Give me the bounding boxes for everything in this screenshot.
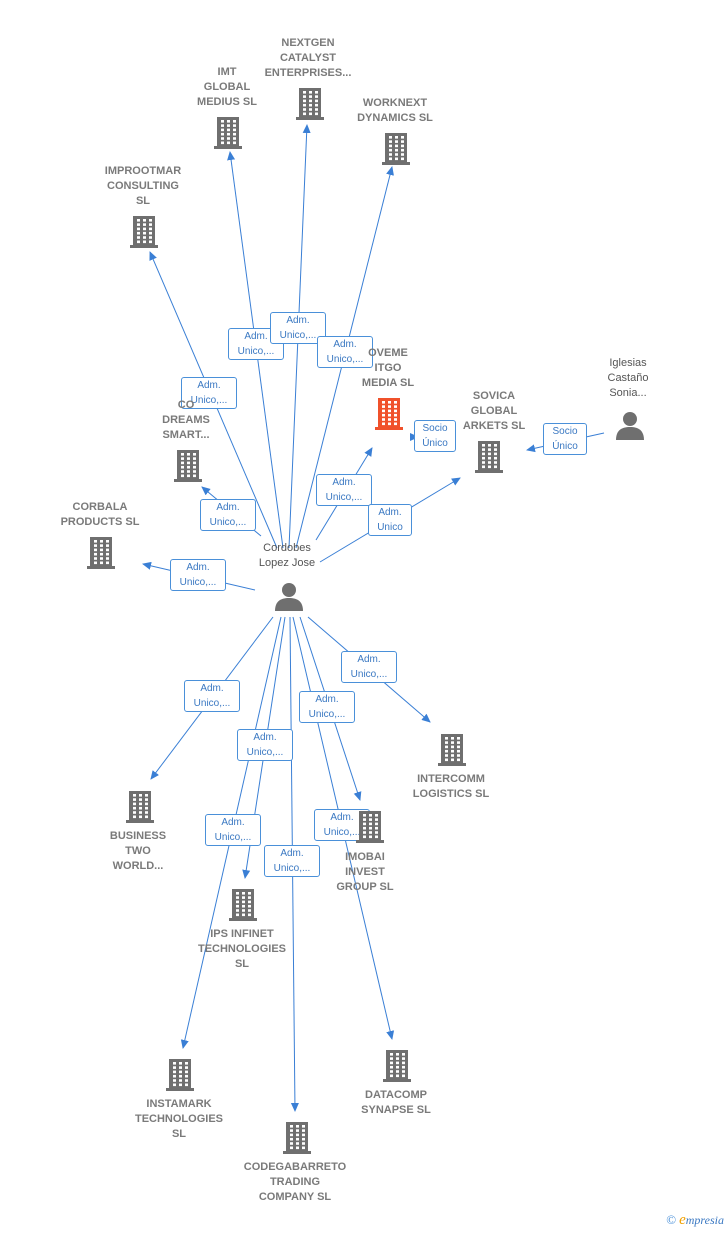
edge-label-cordobes-imt[interactable]: Adm. Unico,... (228, 328, 284, 360)
edge-label-cordobes-codreams[interactable]: Adm. Unico,... (200, 499, 256, 531)
node-label-worknext[interactable]: WORKNEXT DYNAMICS SL (357, 97, 433, 124)
person-icon-cordobes[interactable] (274, 581, 304, 616)
edge-label-cordobes-corbala[interactable]: Adm. Unico,... (170, 559, 226, 591)
building-icon-instamark[interactable] (166, 1057, 194, 1096)
building-icon-imobai[interactable] (356, 809, 384, 848)
building-icon-intercomm[interactable] (438, 732, 466, 771)
node-label-codegabarreto[interactable]: CODEGABARRETO TRADING COMPANY SL (243, 1161, 347, 1203)
edge-label-cordobes-improotmar[interactable]: Adm. Unico,... (181, 377, 237, 409)
building-icon-ips[interactable] (229, 887, 257, 926)
node-label-sovica[interactable]: SOVICA GLOBAL ARKETS SL (462, 390, 526, 432)
edge-label-cordobes-business[interactable]: Adm. Unico,... (184, 680, 240, 712)
node-label-business[interactable]: BUSINESS TWO WORLD... (109, 830, 167, 872)
node-label-moveme[interactable]: OVEME ITGO MEDIA SL (361, 347, 415, 389)
edge-label-cordobes-ips[interactable]: Adm. Unico,... (237, 729, 293, 761)
building-icon-corbala[interactable] (87, 535, 115, 574)
node-label-instamark[interactable]: INSTAMARK TECHNOLOGIES SL (134, 1098, 223, 1140)
edge-label-cordobes-intercomm[interactable]: Adm. Unico,... (341, 651, 397, 683)
edge-label-moveme-sovica[interactable]: Socio Único (414, 420, 456, 452)
edge-label-cordobes-codegabarreto[interactable]: Adm. Unico,... (264, 845, 320, 877)
building-icon-nextgen[interactable] (296, 86, 324, 125)
edge-label-cordobes-imobai[interactable]: Adm. Unico,... (299, 691, 355, 723)
empresia-logo[interactable]: © empresia (666, 1212, 724, 1228)
building-icon-worknext[interactable] (382, 131, 410, 170)
building-icon-improotmar[interactable] (130, 214, 158, 253)
edge-label-cordobes-instamark[interactable]: Adm. Unico,... (205, 814, 261, 846)
edge-label-cordobes-nextgen[interactable]: Adm. Unico,... (270, 312, 326, 344)
node-label-imobai[interactable]: IMOBAI INVEST GROUP SL (336, 851, 394, 893)
node-label-intercomm[interactable]: INTERCOMM LOGISTICS SL (412, 773, 490, 800)
edge-label-cordobes-moveme[interactable]: Adm. Unico,... (316, 474, 372, 506)
building-icon-imt[interactable] (214, 115, 242, 154)
node-label-imt[interactable]: IMT GLOBAL MEDIUS SL (197, 66, 257, 108)
building-icon-business[interactable] (126, 789, 154, 828)
node-label-codreams[interactable]: CO DREAMS SMART... (162, 399, 210, 441)
building-icon-sovica[interactable] (475, 439, 503, 478)
node-label-improotmar[interactable]: IMPROOTMAR CONSULTING SL (104, 165, 182, 207)
building-icon-moveme[interactable] (375, 396, 403, 435)
edge-label-cordobes-sovica[interactable]: Adm. Unico (368, 504, 412, 536)
node-label-nextgen[interactable]: NEXTGEN CATALYST ENTERPRISES... (264, 37, 352, 79)
edge-label-cordobes-worknext[interactable]: Adm. Unico,... (317, 336, 373, 368)
node-label-cordobes[interactable]: Cordobes Lopez Jose (258, 542, 316, 569)
node-label-ips[interactable]: IPS INFINET TECHNOLOGIES SL (197, 928, 286, 970)
node-label-datacomp[interactable]: DATACOMP SYNAPSE SL (361, 1089, 431, 1116)
node-label-corbala[interactable]: CORBALA PRODUCTS SL (60, 501, 140, 528)
building-icon-datacomp[interactable] (383, 1048, 411, 1087)
edge-label-iglesias-sovica[interactable]: Socio Único (543, 423, 587, 455)
node-label-iglesias[interactable]: Iglesias Castaño Sonia... (607, 357, 649, 399)
building-icon-codegabarreto[interactable] (283, 1120, 311, 1159)
person-icon-iglesias[interactable] (615, 410, 645, 445)
building-icon-codreams[interactable] (174, 448, 202, 487)
